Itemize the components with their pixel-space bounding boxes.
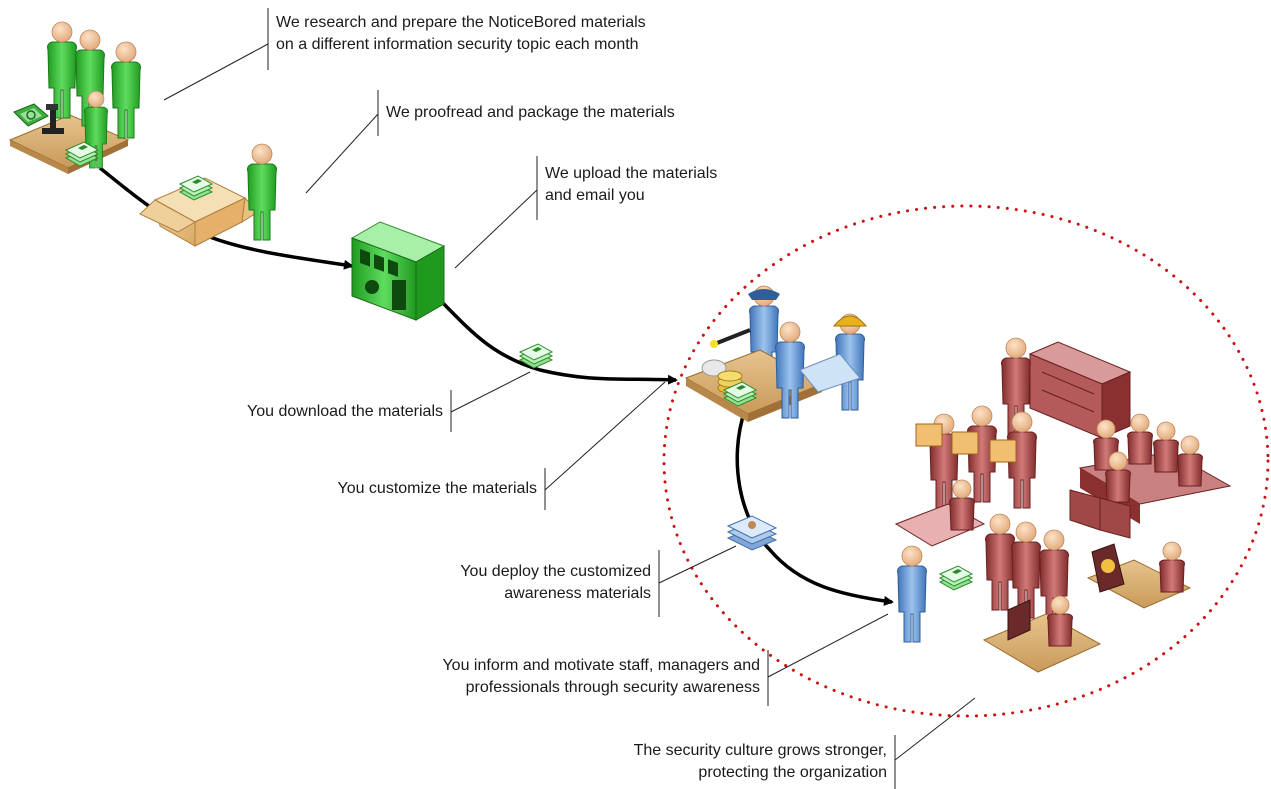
step-upload-label: We upload the materials and email you — [545, 163, 717, 207]
step-inform-line-2: professionals through security awareness — [465, 679, 760, 696]
step-inform-label: You inform and motivate staff, managers … — [442, 655, 760, 699]
step-upload-line-1: We upload the materials — [545, 165, 718, 182]
packaging-illustration — [139, 143, 277, 247]
presenter-illustration — [897, 545, 973, 643]
flow-arrow-to-organization — [735, 409, 894, 606]
deployed-materials-icon — [726, 515, 778, 551]
customization-team-illustration — [684, 285, 868, 422]
step-deploy-line-1: You deploy the customized — [460, 563, 651, 580]
step-inform-line-1: You inform and motivate staff, managers … — [442, 657, 760, 674]
callout-lines — [163, 8, 976, 789]
step-research-line-1: We research and prepare the NoticeBored … — [276, 14, 646, 31]
step-proofread-label: We proofread and package the materials — [386, 102, 675, 124]
upload-server-illustration — [350, 221, 446, 321]
step-deploy-line-2: awareness materials — [504, 585, 651, 602]
step-download-label: You download the materials — [247, 401, 443, 423]
step-customize-line-1: You customize the materials — [337, 480, 537, 497]
step-culture-label: The security culture grows stronger, pro… — [634, 740, 887, 784]
step-customize-label: You customize the materials — [337, 478, 537, 500]
step-upload-line-2: and email you — [545, 187, 645, 204]
research-team-illustration — [8, 21, 141, 174]
step-proofread-line-1: We proofread and package the materials — [386, 104, 675, 121]
flow-arrow-to-client — [434, 294, 678, 385]
step-deploy-label: You deploy the customized awareness mate… — [460, 561, 651, 605]
step-research-label: We research and prepare the NoticeBored … — [276, 12, 646, 56]
step-download-line-1: You download the materials — [247, 403, 443, 420]
step-culture-line-2: protecting the organization — [698, 764, 887, 781]
organization-boundary-circle — [662, 204, 1270, 718]
step-research-line-2: on a different information security topi… — [276, 36, 639, 53]
organization-illustration — [894, 337, 1232, 673]
step-culture-line-1: The security culture grows stronger, — [633, 742, 887, 759]
